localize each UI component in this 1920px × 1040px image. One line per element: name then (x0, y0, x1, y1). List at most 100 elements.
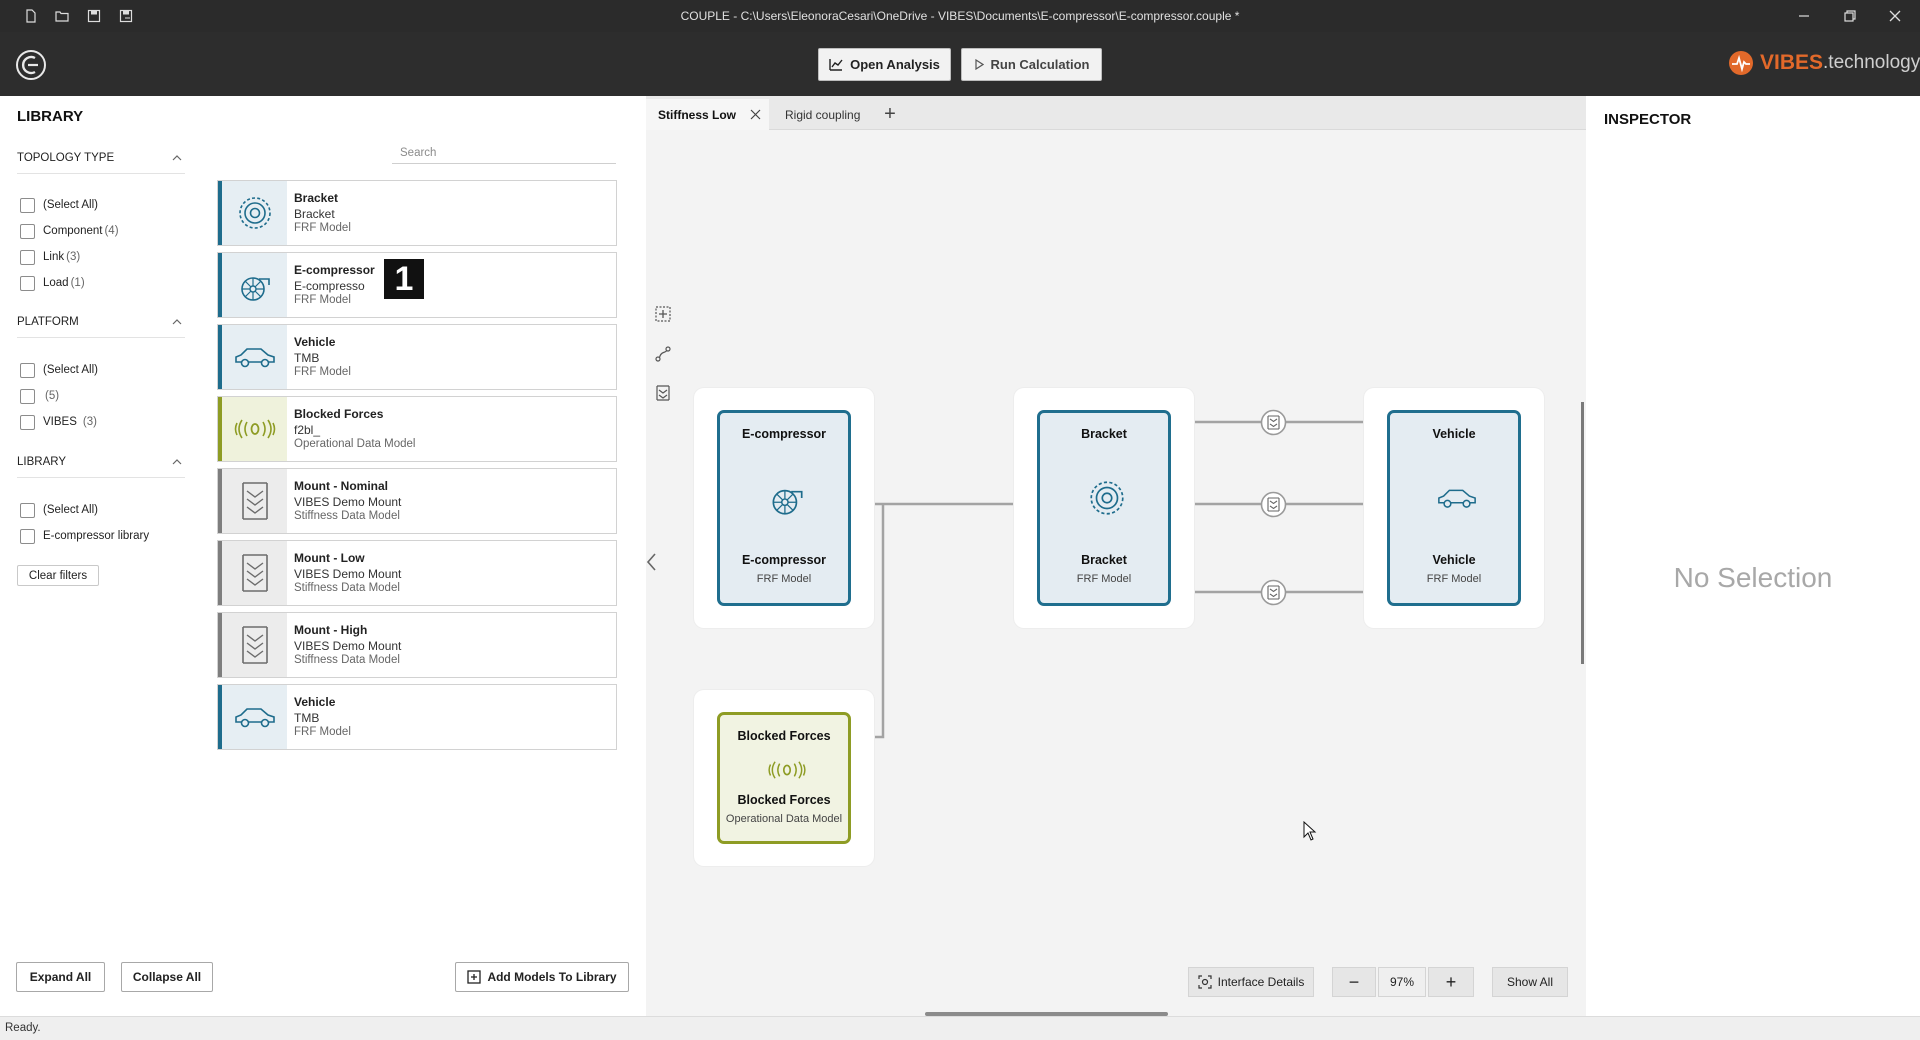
zoom-in-button[interactable]: + (1428, 967, 1474, 997)
save-icon[interactable] (87, 9, 101, 23)
topology-filter-header[interactable]: TOPOLOGY TYPE (17, 152, 185, 174)
zoom-level[interactable]: 97% (1378, 967, 1426, 997)
node-frame-bracket: Bracket Bracket FRF Model (1014, 388, 1194, 628)
link-mount-icon[interactable] (1260, 491, 1287, 518)
library-card-vehicle[interactable]: Vehicle TMB FRF Model (217, 324, 617, 390)
app-header: Open Analysis Run Calculation VIBES.tech… (0, 32, 1920, 96)
filter-library-e-compressor[interactable]: E-compressor library (20, 527, 149, 545)
brand-logo: VIBES.technology (1728, 48, 1920, 78)
car-icon (218, 325, 287, 389)
node-name: E-compressor (741, 553, 827, 567)
status-bar: Ready. (0, 1016, 1920, 1040)
library-card-blocked-forces[interactable]: Blocked Forces f2bl_ Operational Data Mo… (217, 396, 617, 462)
brand-secondary: .technology (1823, 52, 1920, 73)
checkbox[interactable] (20, 197, 35, 213)
checkbox[interactable] (20, 249, 35, 265)
chevron-left-icon[interactable] (644, 549, 660, 575)
filter-platform-select-all[interactable]: (Select All) (20, 361, 98, 379)
node-title: E-compressor (741, 427, 827, 441)
add-node-icon[interactable] (654, 305, 672, 323)
chevron-up-icon[interactable] (171, 456, 183, 468)
checkbox[interactable] (20, 275, 35, 291)
card-name: E-compressor (294, 263, 375, 277)
connect-icon[interactable] (654, 345, 672, 363)
filter-platform-vibes[interactable]: VIBES(3) (20, 413, 97, 431)
library-card-bracket[interactable]: Bracket Bracket FRF Model (217, 180, 617, 246)
interface-details-button[interactable]: Interface Details (1188, 967, 1314, 997)
topology-heading: TOPOLOGY TYPE (17, 152, 115, 164)
node-e-compressor[interactable]: E-compressor E-compressor FRF Model (717, 410, 851, 606)
assembly-canvas[interactable]: E-compressor E-compressor FRF Model Brac… (646, 130, 1586, 1016)
filter-topology-link[interactable]: Link(3) (20, 248, 80, 266)
filter-label: E-compressor library (43, 530, 150, 542)
chevron-up-icon[interactable] (171, 316, 183, 328)
link-mount-icon[interactable] (1260, 409, 1287, 436)
collapse-all-button[interactable]: Collapse All (121, 962, 213, 992)
clear-filters-button[interactable]: Clear filters (17, 565, 99, 586)
library-card-mount-nominal[interactable]: Mount - Nominal VIBES Demo Mount Stiffne… (217, 468, 617, 534)
brand-primary: VIBES (1760, 51, 1824, 74)
card-subtitle: VIBES Demo Mount (294, 567, 402, 581)
add-tab-button[interactable]: + (884, 103, 896, 125)
chevron-up-icon[interactable] (171, 152, 183, 164)
vibration-icon (762, 759, 812, 781)
platform-filter-header[interactable]: PLATFORM (17, 316, 185, 338)
filter-library-select-all[interactable]: (Select All) (20, 501, 98, 519)
library-card-vehicle-2[interactable]: Vehicle TMB FRF Model (217, 684, 617, 750)
library-card-mount-low[interactable]: Mount - Low VIBES Demo Mount Stiffness D… (217, 540, 617, 606)
card-name: Mount - Nominal (294, 479, 388, 493)
card-type: Stiffness Data Model (294, 582, 400, 594)
filter-topology-load[interactable]: Load(1) (20, 274, 85, 292)
search-input[interactable] (392, 142, 616, 164)
new-file-icon[interactable] (24, 9, 38, 23)
car-icon (218, 685, 287, 749)
open-analysis-button[interactable]: Open Analysis (818, 48, 951, 81)
node-frame-e-compressor: E-compressor E-compressor FRF Model (694, 388, 874, 628)
minimize-icon[interactable] (1794, 6, 1814, 26)
node-blocked-forces[interactable]: Blocked Forces Blocked Forces Operationa… (717, 712, 851, 844)
card-type: Stiffness Data Model (294, 654, 400, 666)
checkbox[interactable] (20, 223, 35, 239)
node-title: Vehicle (1432, 427, 1476, 441)
tab-stiffness-low[interactable]: Stiffness Low (646, 99, 769, 130)
show-all-button[interactable]: Show All (1492, 967, 1568, 997)
open-folder-icon[interactable] (55, 9, 69, 23)
filter-topology-component[interactable]: Component(4) (20, 222, 119, 240)
card-name: Vehicle (294, 695, 336, 709)
compressor-icon (218, 253, 287, 317)
run-calculation-button[interactable]: Run Calculation (961, 48, 1102, 81)
inspector-panel: INSPECTOR No Selection (1586, 96, 1920, 1016)
expand-all-button[interactable]: Expand All (16, 962, 105, 992)
close-window-icon[interactable] (1885, 6, 1905, 26)
filter-platform-unnamed[interactable]: (5) (20, 387, 59, 405)
filter-count: (5) (45, 390, 60, 402)
tab-label: Stiffness Low (658, 107, 737, 122)
add-models-button[interactable]: Add Models To Library (455, 962, 629, 992)
node-frame-vehicle: Vehicle Vehicle FRF Model (1364, 388, 1544, 628)
library-filter-header[interactable]: LIBRARY (17, 456, 185, 478)
horizontal-scrollbar[interactable] (925, 1012, 1168, 1016)
node-type: FRF Model (1076, 573, 1132, 585)
checkbox[interactable] (20, 528, 35, 544)
checkbox[interactable] (20, 388, 35, 404)
library-card-mount-high[interactable]: Mount - High VIBES Demo Mount Stiffness … (217, 612, 617, 678)
add-models-label: Add Models To Library (487, 970, 617, 984)
close-icon[interactable] (750, 109, 761, 120)
checkbox[interactable] (20, 414, 35, 430)
mount-link-icon[interactable] (654, 384, 672, 402)
checkbox[interactable] (20, 362, 35, 378)
node-bracket[interactable]: Bracket Bracket FRF Model (1037, 410, 1171, 606)
tab-rigid-coupling[interactable]: Rigid coupling (773, 99, 873, 130)
save-as-icon[interactable] (119, 9, 133, 23)
chart-icon (829, 58, 843, 71)
filter-label: VIBES (43, 416, 77, 428)
link-mount-icon[interactable] (1260, 579, 1287, 606)
restore-icon[interactable] (1840, 6, 1860, 26)
zoom-out-button[interactable]: − (1332, 967, 1376, 997)
card-name: Bracket (294, 191, 339, 205)
checkbox[interactable] (20, 502, 35, 518)
tab-label: Rigid coupling (785, 107, 861, 122)
node-vehicle[interactable]: Vehicle Vehicle FRF Model (1387, 410, 1521, 606)
filter-topology-select-all[interactable]: (Select All) (20, 196, 98, 214)
vertical-scrollbar[interactable] (1581, 402, 1584, 664)
